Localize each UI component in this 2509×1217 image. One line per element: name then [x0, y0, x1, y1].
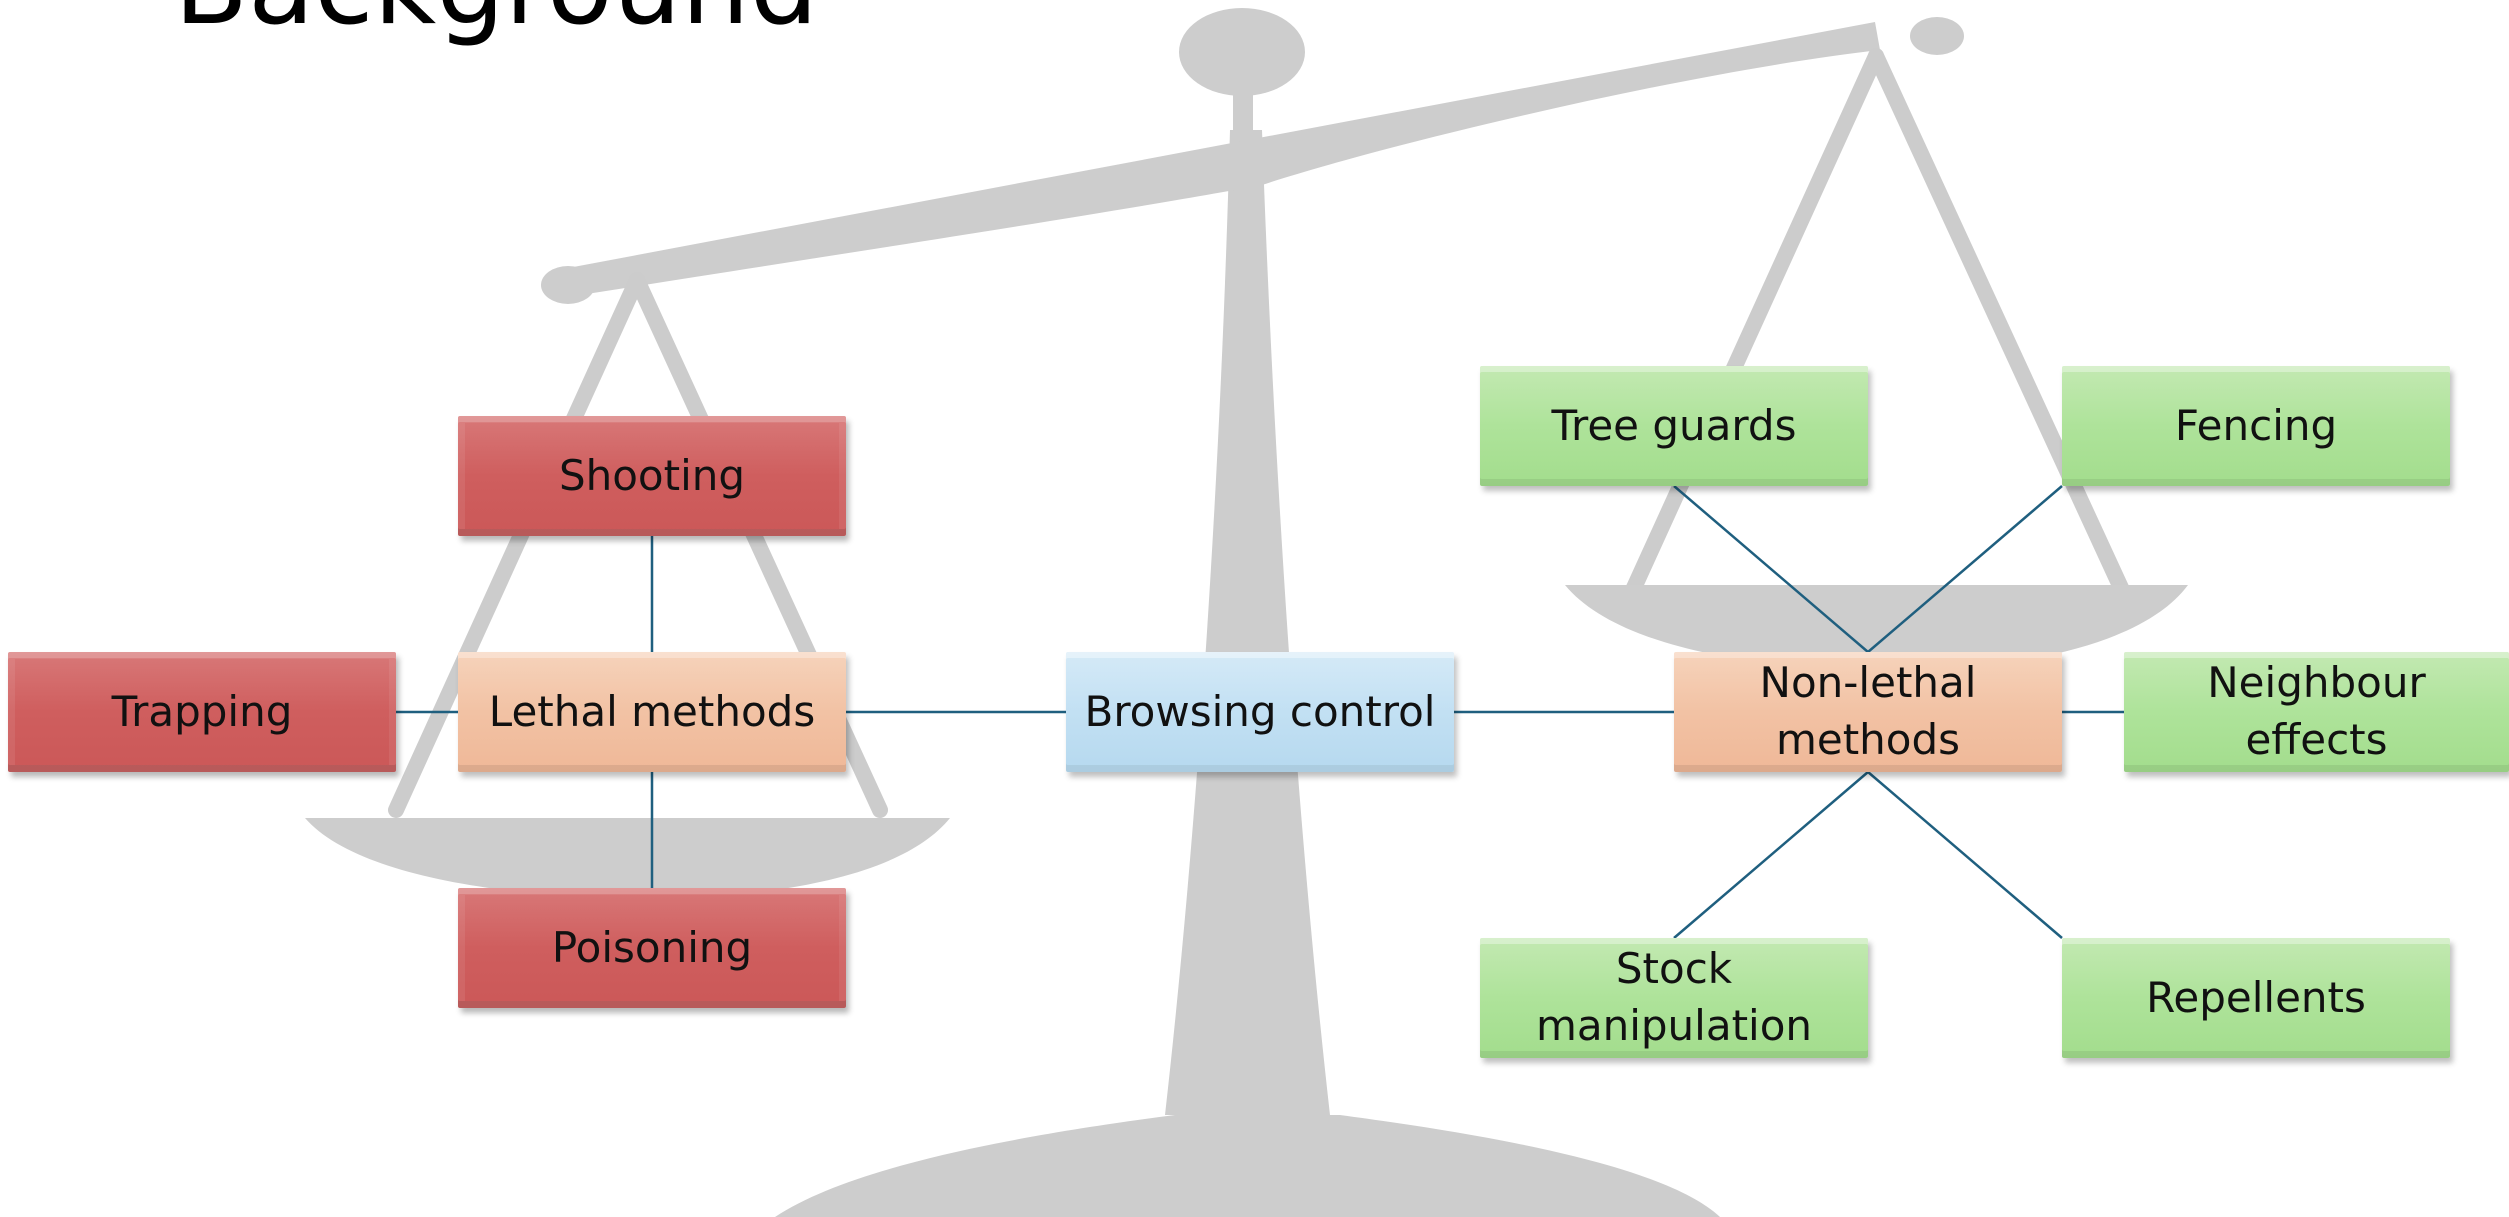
node-repellents: Repellents: [2062, 938, 2450, 1058]
node-trapping: Trapping: [8, 652, 396, 772]
connector-tree-guards: [1673, 485, 1869, 653]
node-shooting: Shooting: [458, 416, 846, 536]
node-browsing-control: Browsing control: [1066, 652, 1454, 772]
node-stock-manipulation: Stock manipulation: [1480, 938, 1868, 1058]
page-title: Background: [174, 0, 818, 52]
connector-lines: [396, 485, 2124, 939]
connector-stock: [1673, 771, 1869, 939]
node-lethal-methods: Lethal methods: [458, 652, 846, 772]
connector-fencing: [1867, 485, 2063, 653]
node-tree-guards: Tree guards: [1480, 366, 1868, 486]
node-fencing: Fencing: [2062, 366, 2450, 486]
node-neighbour-effects: Neighbour effects: [2124, 652, 2509, 772]
node-poisoning: Poisoning: [458, 888, 846, 1008]
connector-repellents: [1867, 771, 2063, 939]
node-non-lethal-methods: Non-lethal methods: [1674, 652, 2062, 772]
